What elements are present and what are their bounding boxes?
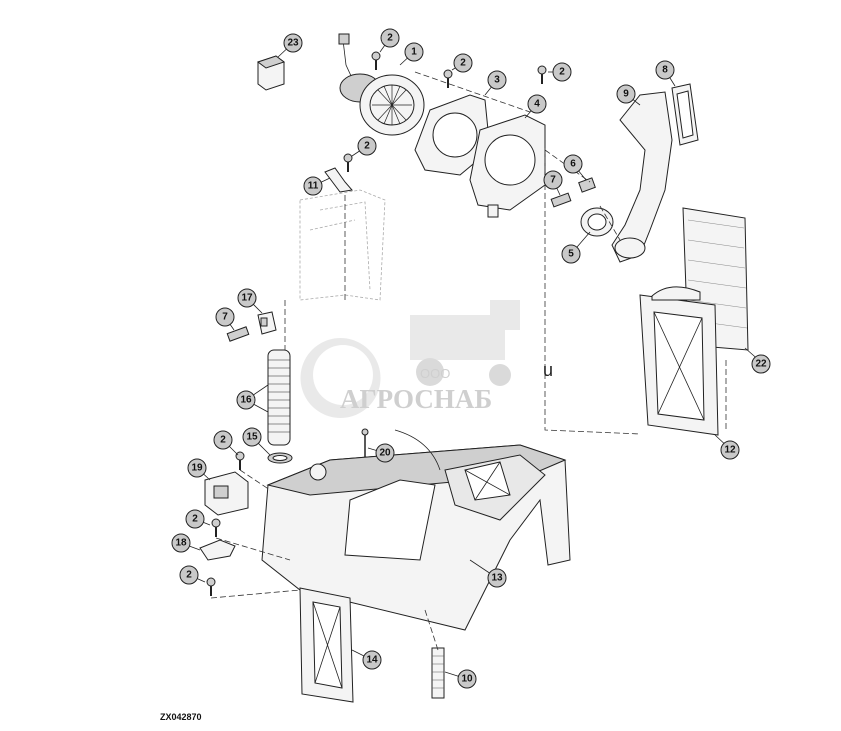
callout-2-d: 2 — [357, 136, 377, 156]
callout-2-f: 2 — [185, 509, 205, 529]
part-18-bracket — [199, 539, 236, 561]
part-8-gasket — [671, 83, 699, 146]
callout-4: 4 — [527, 94, 547, 114]
callout-12: 12 — [720, 440, 740, 460]
svg-text:2: 2 — [559, 67, 565, 78]
svg-text:8: 8 — [662, 65, 668, 76]
part-17-clip — [257, 311, 277, 335]
callout-10: 10 — [457, 669, 477, 689]
svg-text:19: 19 — [191, 463, 203, 474]
callout-9: 9 — [616, 84, 636, 104]
svg-text:2: 2 — [192, 514, 198, 525]
part-16-corrugated-hose — [267, 349, 291, 446]
callout-20: 20 — [375, 443, 395, 463]
callout-7-a: 7 — [543, 170, 563, 190]
svg-text:22: 22 — [755, 359, 767, 370]
callout-11: 11 — [303, 176, 323, 196]
svg-text:20: 20 — [379, 448, 391, 459]
svg-text:6: 6 — [570, 159, 576, 170]
callout-8: 8 — [655, 60, 675, 80]
watermark-line2: АГРОСНАБ — [340, 384, 492, 414]
callout-6: 6 — [563, 154, 583, 174]
svg-text:14: 14 — [366, 655, 378, 666]
figure-code: ZX042870 — [160, 712, 202, 722]
svg-text:1: 1 — [411, 47, 417, 58]
svg-text:15: 15 — [246, 432, 258, 443]
callout-22: 22 — [751, 354, 771, 374]
callout-16: 16 — [236, 390, 256, 410]
svg-text:17: 17 — [241, 293, 253, 304]
callout-2-b: 2 — [453, 53, 473, 73]
part-7-fitting-upper — [550, 192, 572, 208]
part-7-fitting-lower — [226, 326, 250, 342]
svg-text:7: 7 — [550, 175, 556, 186]
svg-text:10: 10 — [461, 674, 473, 685]
svg-text:3: 3 — [494, 75, 500, 86]
svg-text:2: 2 — [460, 58, 466, 69]
part-14-frame — [299, 587, 354, 703]
callout-2-c: 2 — [552, 62, 572, 82]
callout-18: 18 — [171, 533, 191, 553]
watermark-line1: ООО — [420, 366, 450, 381]
callout-3: 3 — [487, 70, 507, 90]
callout-19: 19 — [187, 458, 207, 478]
part-6-plug — [578, 177, 596, 193]
part-1-blower-motor — [338, 33, 425, 136]
callout-23: 23 — [283, 33, 303, 53]
svg-text:2: 2 — [220, 435, 226, 446]
svg-text:9: 9 — [623, 89, 629, 100]
svg-text:7: 7 — [222, 312, 228, 323]
callout-1: 1 — [404, 42, 424, 62]
callout-7-b: 7 — [215, 307, 235, 327]
watermark-logo: ООО АГРОСНАБ — [300, 300, 520, 418]
part-5-ring — [580, 207, 614, 237]
callout-15: 15 — [242, 427, 262, 447]
svg-text:12: 12 — [724, 445, 736, 456]
callout-2-e: 2 — [213, 430, 233, 450]
svg-text:13: 13 — [491, 573, 503, 584]
svg-text:11: 11 — [308, 181, 319, 192]
part-10-strip — [431, 647, 445, 699]
part-4-blower-housing — [469, 114, 546, 218]
callout-2-a: 2 — [380, 28, 400, 48]
svg-text:23: 23 — [287, 38, 299, 49]
part-9-air-duct — [611, 91, 673, 263]
svg-text:2: 2 — [387, 33, 393, 44]
svg-text:4: 4 — [534, 99, 540, 110]
stray-mark: u — [543, 360, 554, 380]
screws — [206, 51, 547, 596]
callout-17: 17 — [237, 288, 257, 308]
callout-5: 5 — [561, 244, 581, 264]
part-20-bolt — [361, 428, 369, 458]
svg-text:2: 2 — [186, 570, 192, 581]
callout-14: 14 — [362, 650, 382, 670]
svg-text:5: 5 — [568, 249, 574, 260]
part-11-bracket — [324, 167, 353, 193]
part-13-main-housing — [261, 429, 571, 631]
part-15-clamp — [267, 452, 293, 464]
callout-2-g: 2 — [179, 565, 199, 585]
part-23-block — [256, 55, 286, 91]
part-12-filter-frame — [639, 286, 719, 436]
svg-text:18: 18 — [175, 538, 187, 549]
ghost-outline — [299, 189, 386, 301]
part-19-actuator — [204, 471, 249, 516]
callout-13: 13 — [487, 568, 507, 588]
svg-text:2: 2 — [364, 141, 370, 152]
svg-text:16: 16 — [240, 395, 252, 406]
